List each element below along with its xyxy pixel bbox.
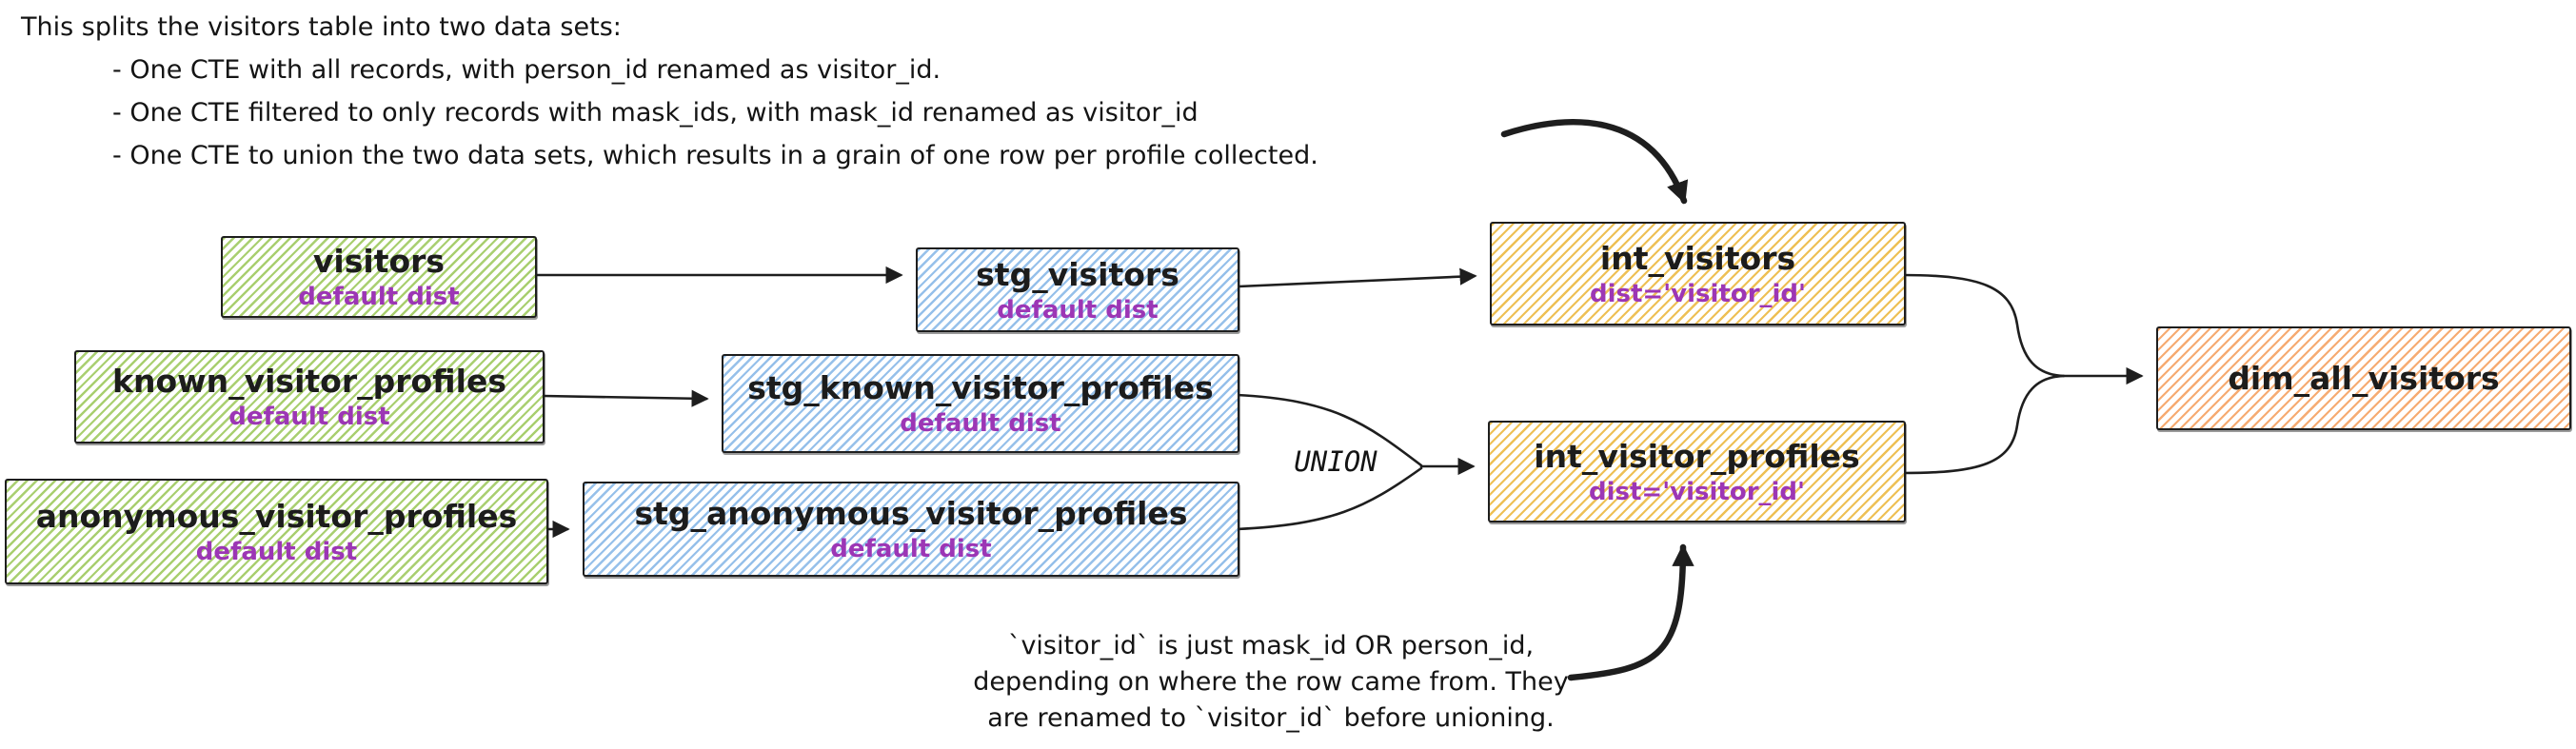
node-title: dim_all_visitors xyxy=(2228,360,2500,397)
node-title: anonymous_visitor_profiles xyxy=(35,497,518,535)
node-stg-anonymous-visitor-profiles[interactable]: stg_anonymous_visitor_profiles default d… xyxy=(583,482,1239,577)
node-title: known_visitor_profiles xyxy=(112,363,506,400)
top-annotation-bullet: - One CTE filtered to only records with … xyxy=(112,98,1199,128)
node-subtitle: default dist xyxy=(900,409,1061,438)
node-subtitle: default dist xyxy=(195,537,358,566)
node-int-visitors[interactable]: int_visitors dist='visitor_id' xyxy=(1490,222,1906,325)
node-subtitle: dist='visitor_id' xyxy=(1589,279,1807,308)
node-int-visitor-profiles[interactable]: int_visitor_profiles dist='visitor_id' xyxy=(1488,421,1906,522)
node-title: int_visitor_profiles xyxy=(1534,437,1860,475)
top-annotation-bullet: - One CTE to union the two data sets, wh… xyxy=(112,141,1318,170)
top-annotation: This splits the visitors table into two … xyxy=(21,6,1318,177)
node-subtitle: default dist xyxy=(298,283,460,311)
node-stg-known-visitor-profiles[interactable]: stg_known_visitor_profiles default dist xyxy=(722,354,1239,453)
node-title: stg_visitors xyxy=(976,255,1179,293)
node-stg-visitors[interactable]: stg_visitors default dist xyxy=(916,247,1239,332)
annotation-arrow-top-to-int-visitors xyxy=(1500,119,1689,205)
top-annotation-bullet: - One CTE with all records, with person_… xyxy=(112,55,941,85)
bottom-annotation-line: depending on where the row came from. Th… xyxy=(973,667,1569,697)
node-subtitle: dist='visitor_id' xyxy=(1588,477,1806,506)
curve-int-visitor-profiles-to-merge xyxy=(1901,374,2066,475)
node-visitors[interactable]: visitors default dist xyxy=(221,236,537,318)
node-title: int_visitors xyxy=(1599,239,1796,277)
node-title: stg_anonymous_visitor_profiles xyxy=(634,495,1188,532)
top-annotation-line: This splits the visitors table into two … xyxy=(21,12,622,42)
node-subtitle: default dist xyxy=(830,535,992,563)
node-known-visitor-profiles[interactable]: known_visitor_profiles default dist xyxy=(74,350,545,443)
bottom-annotation-line: are renamed to `visitor_id` before union… xyxy=(987,703,1555,733)
node-title: stg_known_visitor_profiles xyxy=(747,369,1214,406)
curve-int-visitors-to-merge xyxy=(1901,273,2066,378)
arrow-stg-visitors-to-int-visitors xyxy=(1237,267,1477,288)
bottom-annotation-line: `visitor_id` is just mask_id OR person_i… xyxy=(1007,631,1535,660)
node-dim-all-visitors[interactable]: dim_all_visitors xyxy=(2156,326,2571,430)
union-label: UNION xyxy=(1294,445,1377,478)
node-anonymous-visitor-profiles[interactable]: anonymous_visitor_profiles default dist xyxy=(5,479,548,584)
bottom-annotation: `visitor_id` is just mask_id OR person_i… xyxy=(938,628,1604,737)
node-subtitle: default dist xyxy=(228,403,390,431)
arrow-known-to-stg-known xyxy=(542,389,709,407)
node-subtitle: default dist xyxy=(997,295,1159,325)
node-title: visitors xyxy=(312,243,446,280)
